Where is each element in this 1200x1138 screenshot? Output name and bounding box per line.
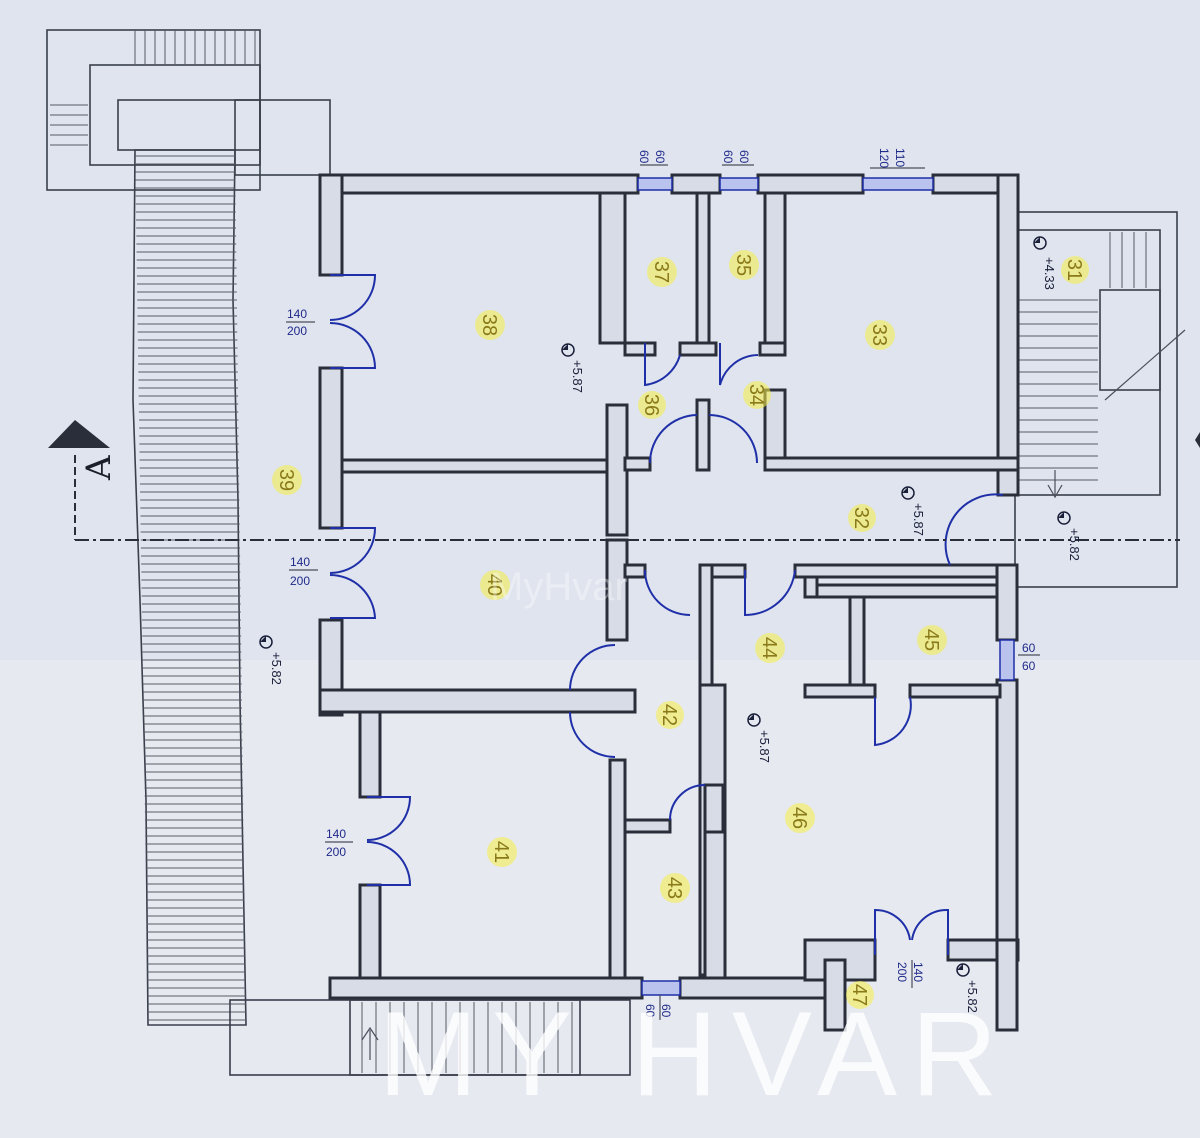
- room-47: 47: [846, 981, 874, 1009]
- svg-text:38: 38: [478, 314, 500, 336]
- window-dim-1: 60 60: [637, 150, 668, 166]
- watermark-large: MY HVAR: [378, 987, 1012, 1121]
- svg-text:39: 39: [275, 469, 297, 491]
- svg-text:+5.87: +5.87: [757, 730, 772, 763]
- svg-text:60: 60: [659, 1004, 673, 1018]
- svg-text:42: 42: [658, 704, 680, 726]
- svg-text:60: 60: [653, 150, 667, 164]
- bottom-stair: [229, 999, 631, 1076]
- svg-text:110: 110: [893, 148, 907, 167]
- window-dim-2: 60 60: [721, 150, 754, 166]
- window-dim-5: 60 60: [643, 995, 673, 1020]
- landing-outline: [234, 99, 331, 176]
- door-dim-41: 140 200: [325, 827, 353, 859]
- section-arrow-icon: [48, 420, 110, 448]
- svg-text:40: 40: [483, 574, 505, 596]
- svg-text:43: 43: [663, 877, 685, 899]
- level-marker-433: +4.33: [1033, 236, 1057, 290]
- svg-text:41: 41: [490, 841, 512, 863]
- section-label: A: [79, 455, 119, 481]
- room-43: 43: [660, 873, 690, 903]
- long-stair: [132, 149, 247, 1026]
- svg-text:140: 140: [911, 962, 925, 982]
- svg-text:+4.33: +4.33: [1042, 257, 1057, 290]
- room-36: 36: [638, 391, 666, 419]
- svg-text:44: 44: [758, 637, 780, 659]
- section-arrow-right-icon: [1195, 432, 1200, 448]
- svg-text:+5.87: +5.87: [911, 503, 926, 536]
- room-labels: 31 32 33 34 35 36 37 38 39 40 41 42 43 4…: [272, 250, 1089, 1009]
- svg-text:120: 120: [877, 148, 891, 168]
- svg-text:200: 200: [326, 845, 346, 859]
- window-dim-3: 120 110: [870, 148, 925, 169]
- room-35: 35: [729, 250, 759, 280]
- window-dim-4: 60 60: [1018, 641, 1040, 673]
- svg-text:47: 47: [848, 984, 870, 1006]
- door-dim-40: 140 200: [289, 555, 318, 588]
- svg-text:33: 33: [868, 324, 890, 346]
- room-37: 37: [647, 257, 677, 287]
- svg-text:31: 31: [1063, 259, 1085, 281]
- room-38: 38: [475, 310, 505, 340]
- dimension-labels: 60 60 60 60 120 110 60 60 60 60 140 200: [286, 148, 1040, 1020]
- svg-text:+5.82: +5.82: [269, 652, 284, 685]
- room-46: 46: [785, 803, 815, 833]
- room-45: 45: [917, 625, 947, 655]
- level-marker-587-c: +5.87: [747, 713, 772, 763]
- room-39: 39: [272, 465, 302, 495]
- svg-text:140: 140: [326, 827, 346, 841]
- room-31: 31: [1061, 256, 1089, 284]
- walls: [318, 173, 1020, 1032]
- svg-text:200: 200: [290, 574, 310, 588]
- svg-text:32: 32: [850, 507, 872, 529]
- room-40: 40: [480, 570, 510, 600]
- level-marker-582-b: +5.82: [259, 635, 284, 685]
- level-marker-582-c: +5.82: [956, 963, 980, 1013]
- room-34: 34: [743, 381, 771, 409]
- svg-text:+5.82: +5.82: [965, 980, 980, 1013]
- room-41: 41: [487, 837, 517, 867]
- section-line: A: [48, 420, 1200, 541]
- svg-text:140: 140: [287, 307, 307, 321]
- level-marker-587-a: +5.87: [561, 343, 585, 393]
- svg-text:46: 46: [788, 807, 810, 829]
- windows: [637, 177, 1015, 996]
- doors: [329, 274, 1004, 955]
- svg-text:60: 60: [1022, 659, 1036, 673]
- room-33: 33: [865, 320, 895, 350]
- svg-text:200: 200: [287, 324, 307, 338]
- svg-text:34: 34: [745, 384, 767, 406]
- svg-text:60: 60: [721, 150, 735, 164]
- right-stair: [1014, 211, 1186, 588]
- svg-text:35: 35: [732, 254, 754, 276]
- door-dim-47: 200 140: [895, 960, 925, 988]
- svg-text:60: 60: [1022, 641, 1036, 655]
- level-marker-587-b: +5.87: [901, 486, 926, 536]
- watermark-small: MyHvar: [490, 565, 628, 609]
- svg-text:37: 37: [650, 261, 672, 283]
- door-dim-38: 140 200: [286, 307, 315, 338]
- svg-text:140: 140: [290, 555, 310, 569]
- svg-text:200: 200: [895, 962, 909, 982]
- svg-text:60: 60: [643, 1004, 657, 1018]
- svg-text:60: 60: [637, 150, 651, 164]
- svg-text:+5.87: +5.87: [570, 360, 585, 393]
- room-42: 42: [656, 701, 684, 729]
- svg-text:60: 60: [737, 150, 751, 164]
- room-32: 32: [848, 504, 876, 532]
- level-markers: +4.33 +5.87 +5.87 +5.82 +5.82 +5.87 +5.8…: [259, 236, 1082, 1013]
- room-44: 44: [755, 633, 785, 663]
- level-marker-582-a: +5.82: [1057, 511, 1082, 561]
- svg-text:+5.82: +5.82: [1067, 528, 1082, 561]
- top-left-stair: [46, 29, 261, 191]
- svg-text:45: 45: [920, 629, 942, 651]
- svg-text:36: 36: [640, 394, 662, 416]
